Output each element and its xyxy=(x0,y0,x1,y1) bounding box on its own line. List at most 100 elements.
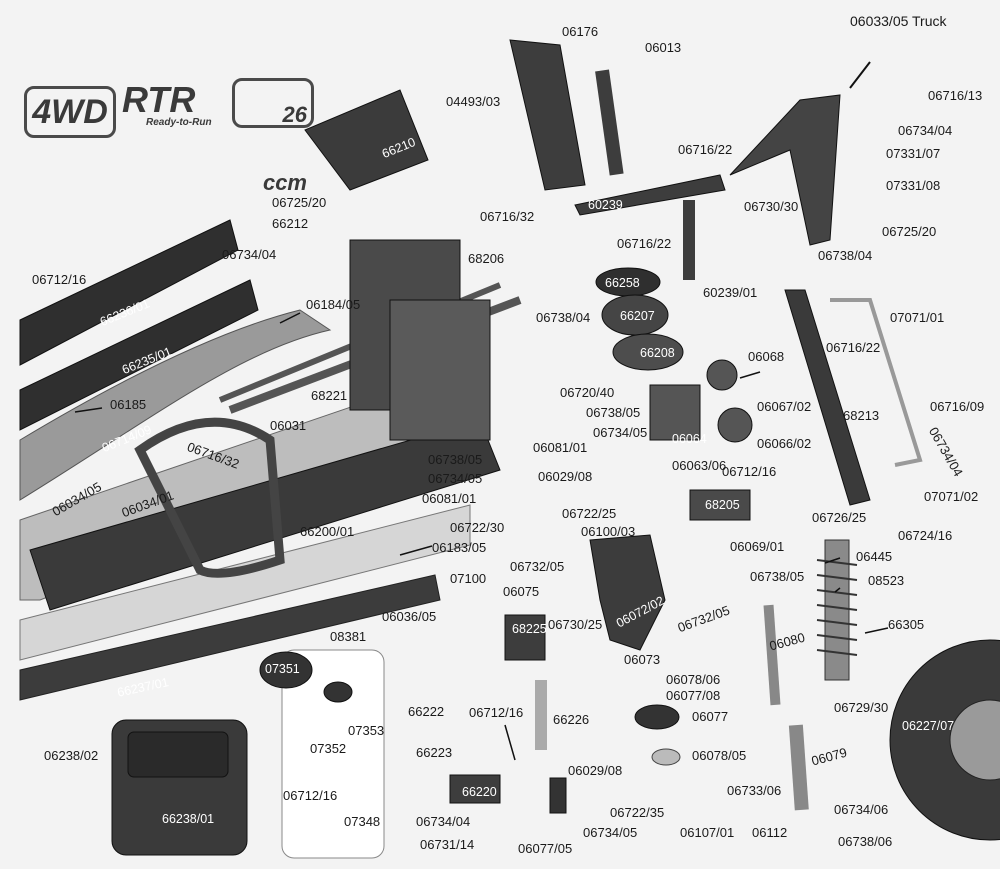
part-label: 66207 xyxy=(620,309,655,323)
part-label: 06029/08 xyxy=(568,763,623,778)
part-label: 06077 xyxy=(692,709,729,724)
part-label: 06733/06 xyxy=(727,783,782,798)
part-label: 06712/16 xyxy=(32,272,87,287)
part-label: 06064 xyxy=(672,432,707,446)
part-label: 08523 xyxy=(868,573,905,588)
part-label: 06738/04 xyxy=(818,248,873,263)
part-label: 06183/05 xyxy=(432,540,487,555)
part-label: 60239/01 xyxy=(703,285,758,300)
part-label: 06081/01 xyxy=(533,440,588,455)
part-label: 06734/05 xyxy=(583,825,638,840)
part-label: 06068 xyxy=(748,349,785,364)
part-label: 06726/25 xyxy=(812,510,867,525)
part-label: 06722/35 xyxy=(610,805,665,820)
part-label: 06184/05 xyxy=(306,297,361,312)
part-label: 06445 xyxy=(856,549,893,564)
part-label: 06029/08 xyxy=(538,469,593,484)
part-label: 06722/30 xyxy=(450,520,505,535)
shock-spring xyxy=(816,559,858,656)
part-label: 06712/16 xyxy=(469,705,524,720)
part-label: 06013 xyxy=(645,40,682,55)
badge-4wd: 4WD xyxy=(24,86,116,138)
part-label: 66220 xyxy=(462,785,497,799)
part-label: 06112 xyxy=(752,825,788,840)
part-06029 xyxy=(549,777,567,814)
part-label: 06732/05 xyxy=(510,559,565,574)
rod-07071 xyxy=(830,298,923,467)
gear-66208 xyxy=(612,333,684,371)
part-label: 66226 xyxy=(553,712,590,727)
fuel-tank xyxy=(281,649,385,859)
part-label: 66208 xyxy=(640,346,675,360)
shaft-60239-01 xyxy=(683,200,695,280)
chassis-lower-plate xyxy=(19,504,471,661)
part-label: 68221 xyxy=(311,388,348,403)
part-label: 06734/06 xyxy=(834,802,889,817)
part-label: 07331/08 xyxy=(886,178,941,193)
part-label: 66238/01 xyxy=(162,812,215,826)
part-label: 06725/20 xyxy=(882,224,937,239)
part-label: 66212 xyxy=(272,216,309,231)
part-label: 06720/40 xyxy=(560,385,615,400)
part-label: 06738/04 xyxy=(536,310,591,325)
shaft-06080 xyxy=(763,604,781,706)
part-label: 06077/05 xyxy=(518,841,573,856)
diagram-title: 06033/05 Truck xyxy=(850,13,947,29)
side-guard-66236 xyxy=(19,219,239,366)
bevel-gear-2 xyxy=(717,407,753,443)
tire-06227 xyxy=(889,639,1000,841)
link-rod-60239 xyxy=(574,174,726,216)
part-label: 06729/30 xyxy=(834,700,889,715)
wheel-rim xyxy=(949,699,1000,781)
part-label: 06734/04 xyxy=(222,247,277,262)
part-label: 06716/22 xyxy=(678,142,733,157)
part-label: 04493/03 xyxy=(446,94,501,109)
part-label: 06716/13 xyxy=(928,88,983,103)
part-label: 06734/05 xyxy=(428,471,483,486)
part-68225 xyxy=(504,614,546,661)
truck-frame xyxy=(729,94,841,246)
bearing-06077 xyxy=(634,704,680,730)
part-label: 06716/09 xyxy=(930,399,985,414)
part-68205 xyxy=(689,489,751,521)
part-label: 06073 xyxy=(624,652,661,667)
part-label: 06716/32 xyxy=(480,209,535,224)
part-label: 06081/01 xyxy=(422,491,477,506)
part-label: 06077/08 xyxy=(666,688,721,703)
part-label: 07071/01 xyxy=(890,310,945,325)
part-label: 68205 xyxy=(705,498,740,512)
part-label: 07351 xyxy=(265,662,300,676)
part-label: 06066/02 xyxy=(757,436,812,451)
engine-cover xyxy=(304,89,429,191)
part-label: 06185 xyxy=(110,397,147,412)
part-label: 66223 xyxy=(416,745,453,760)
battery-lid xyxy=(127,731,229,778)
part-label: 06078/05 xyxy=(692,748,747,763)
badge-rtr-subtitle: Ready-to-Run xyxy=(146,117,212,128)
part-label: 06734/04 xyxy=(416,814,471,829)
part-label: 68225 xyxy=(512,622,547,636)
part-label: 66200/01 xyxy=(300,524,355,539)
part-label: 06738/05 xyxy=(428,452,483,467)
part-label: 60239 xyxy=(588,198,623,212)
part-label: 08381 xyxy=(330,629,367,644)
part-label: 68206 xyxy=(468,251,505,266)
arm-68213 xyxy=(784,289,871,506)
part-label: 06730/30 xyxy=(744,199,799,214)
side-strip-66237 xyxy=(19,574,441,701)
part-label: 06734/05 xyxy=(593,425,648,440)
part-label: 06738/05 xyxy=(750,569,805,584)
part-label: 06063/06 xyxy=(672,458,727,473)
part-label: 07071/02 xyxy=(924,489,979,504)
part-label: 66305 xyxy=(888,617,925,632)
bearing-06078 xyxy=(651,748,681,766)
decal-swoosh xyxy=(19,309,332,501)
bevel-gear-1 xyxy=(706,359,738,391)
part-label: 06107/01 xyxy=(680,825,735,840)
fuel-nipple-07353 xyxy=(323,681,353,703)
part-label: 06730/25 xyxy=(548,617,603,632)
side-guard-66235 xyxy=(19,279,259,431)
shaft-06079 xyxy=(788,724,809,811)
